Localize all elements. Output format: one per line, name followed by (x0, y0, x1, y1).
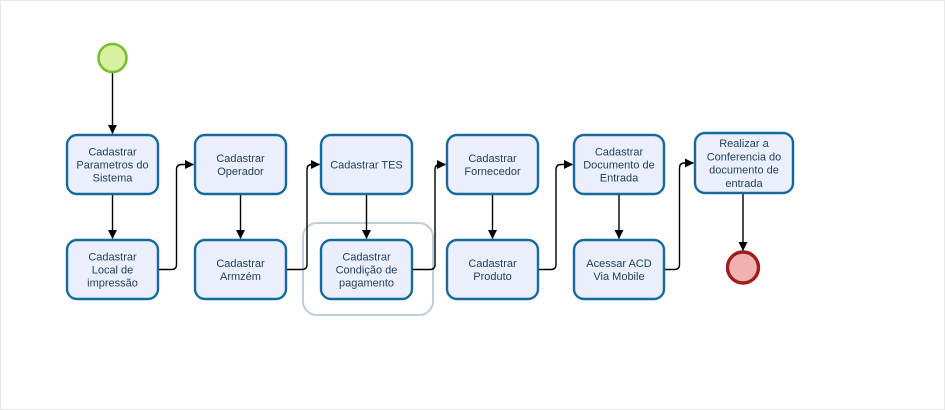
flow-cadastrar-condicao-de-pagamento-to-cadastrar-fornecedor (413, 160, 446, 271)
task-shape[interactable] (319, 238, 414, 301)
task-shape[interactable] (445, 238, 540, 301)
task-shape[interactable] (572, 133, 666, 196)
task-shape[interactable] (572, 238, 666, 301)
task-cadastrar-tes[interactable]: Cadastrar TES (319, 133, 414, 196)
task-shape[interactable] (193, 133, 288, 196)
end-event-icon[interactable] (725, 250, 761, 285)
flow-acessar-acd-via-mobile-to-realizar-a-conferencia-do-documento-de-entrada (665, 158, 694, 271)
task-shape[interactable] (65, 133, 160, 196)
task-shape[interactable] (319, 133, 414, 196)
task-shape[interactable] (193, 238, 288, 301)
task-shape[interactable] (445, 133, 540, 196)
task-shape[interactable] (65, 238, 160, 301)
flow-cadastrar-armzem-to-cadastrar-tes (287, 160, 320, 271)
flow-cadastrar-produto-to-cadastrar-documento-de-entrada (539, 160, 573, 271)
flow-cadastrar-local-de-impressao-to-cadastrar-operador (159, 160, 194, 271)
start-event-icon[interactable] (97, 42, 128, 74)
task-shape[interactable] (693, 131, 795, 195)
